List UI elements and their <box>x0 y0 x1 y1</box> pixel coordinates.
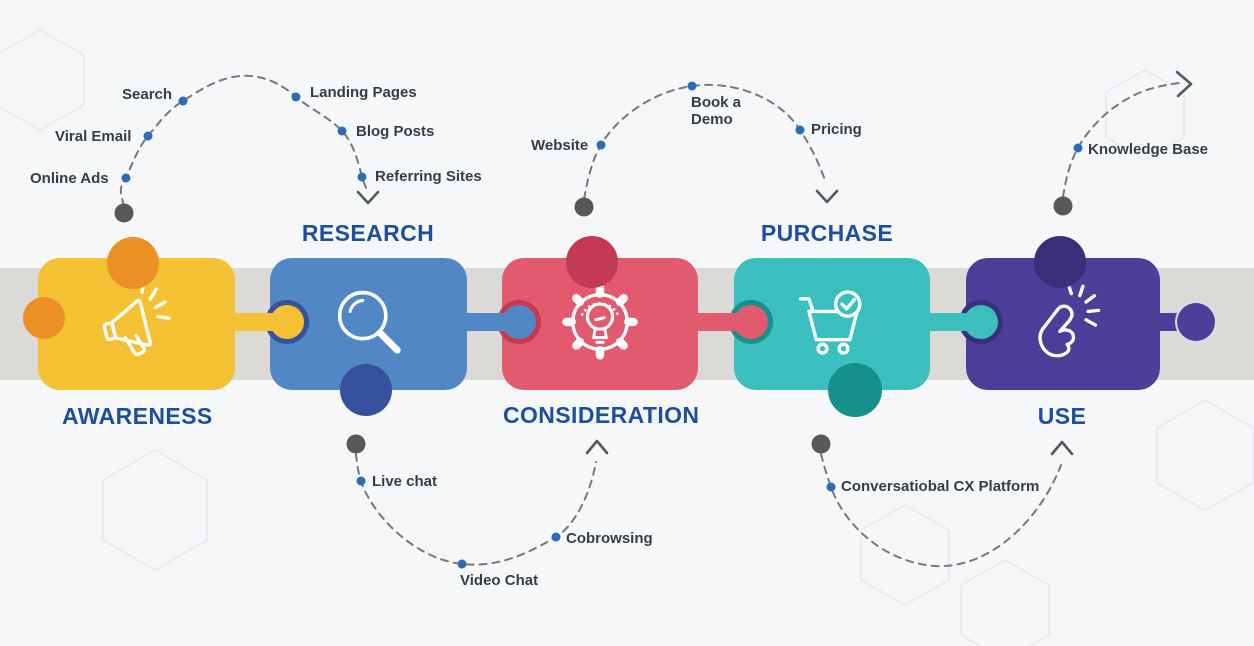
touchpoint-cobrowsing: Cobrowsing <box>566 530 653 547</box>
stage-title-research: RESEARCH <box>301 220 435 246</box>
stage-title-use: USE <box>1037 403 1087 429</box>
accent-circle-awareness-top <box>107 237 159 289</box>
knob-circle-use <box>1177 303 1215 341</box>
accent-circle-awareness-left <box>23 297 65 339</box>
accent-circle-research-bottom <box>340 364 392 416</box>
magnifier-icon <box>337 290 401 354</box>
idea-gear-icon <box>562 284 638 360</box>
touchpoint-video-chat: Video Chat <box>460 572 539 589</box>
touchpoint-live-chat: Live chat <box>372 473 438 490</box>
click-hand-icon <box>1038 282 1101 358</box>
accent-circle-use-top <box>1034 236 1086 288</box>
touchpoint-pricing: Pricing <box>811 121 862 138</box>
touchpoint-knowledge-base: Knowledge Base <box>1088 141 1209 158</box>
arc-awareness-to-research <box>119 74 367 207</box>
arrow-right-next <box>1175 70 1193 98</box>
touchpoint-viral-email: Viral Email <box>55 128 132 145</box>
stage-title-awareness: AWARENESS <box>62 403 213 429</box>
touchpoint-landing-pages: Landing Pages <box>310 84 417 101</box>
touchpoint-cx-platform: Conversatiobal CX Platform <box>841 478 1040 495</box>
touchpoint-search: Search <box>122 86 173 103</box>
accent-circle-purchase-bottom <box>828 363 882 417</box>
touchpoint-referring-sites: Referring Sites <box>375 168 482 185</box>
knob-stem-research <box>463 313 505 331</box>
knob-circle-consideration <box>734 305 768 339</box>
knob-stem-consideration <box>694 313 736 331</box>
stage-title-purchase: PURCHASE <box>760 220 894 246</box>
stage-title-consideration: CONSIDERATION <box>503 402 700 428</box>
knob-stem-purchase <box>926 313 968 331</box>
arc-research-to-consideration <box>355 453 597 566</box>
touchpoint-blog-posts: Blog Posts <box>356 123 435 140</box>
touchpoint-website: Website <box>531 137 589 154</box>
touchpoint-book-a-demo: Book a Demo <box>691 94 742 129</box>
arc-use-onward <box>1062 82 1181 198</box>
knob-stem-awareness <box>231 313 273 331</box>
knob-circle-research <box>502 305 536 339</box>
journey-start-dots <box>114 196 1073 454</box>
arc-purchase-to-use <box>820 453 1062 568</box>
megaphone-icon <box>102 280 171 357</box>
touchpoint-dots <box>121 81 1083 569</box>
cart-check-icon <box>798 290 862 355</box>
accent-circle-consideration-top <box>566 236 618 288</box>
knob-circle-awareness <box>270 305 304 339</box>
touchpoint-online-ads: Online Ads <box>30 170 109 187</box>
arrow-down-purchase <box>815 189 839 204</box>
arrow-up-use <box>1050 440 1074 456</box>
arrow-down-research <box>356 190 380 205</box>
arrow-up-consideration <box>585 439 609 455</box>
knob-circle-purchase <box>964 305 998 339</box>
